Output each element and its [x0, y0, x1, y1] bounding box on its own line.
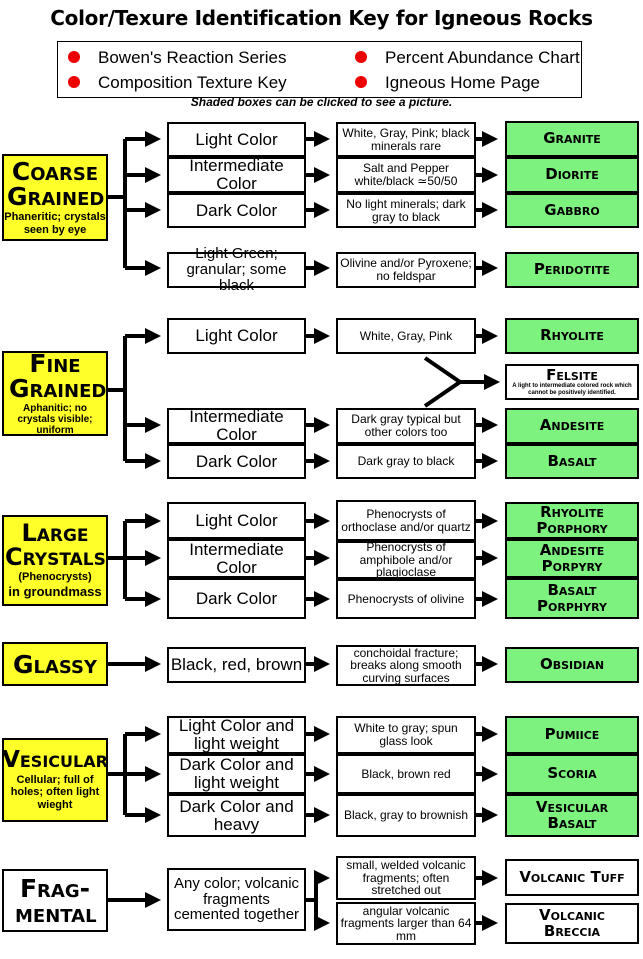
bullet-icon [355, 75, 367, 88]
large-light-color: Light Color [167, 502, 306, 539]
coarse-light-color: Light Color [167, 122, 306, 157]
large-intermediate-color: Intermediate Color [167, 539, 306, 578]
phenocrysts-label: (Phenocrysts) [18, 571, 92, 584]
navigation-links [57, 41, 582, 98]
pumice-button[interactable]: Pumiice [505, 716, 639, 754]
andesite-porphyry-button[interactable]: Andesite Porpyry [505, 539, 639, 578]
bullet-icon [68, 75, 80, 88]
bowens-reaction-link[interactable]: Bowen's Reaction Series [68, 48, 286, 68]
large-crystals-name: Large Crystals [5, 519, 106, 572]
felsite-name: Felsite [546, 365, 598, 384]
volcanic-breccia-description: angular volcanic fragments larger than 6… [336, 902, 476, 945]
scoria-description: Black, brown red [336, 754, 476, 794]
basalt-porphyry-description: Phenocrysts of olivine [336, 579, 476, 619]
vesicular-dark-light-weight: Dark Color and light weight [167, 754, 306, 794]
obsidian-button[interactable]: Obsidian [505, 647, 639, 683]
fragmental-name: Frag-mental [15, 873, 97, 928]
vesicular-basalt-button[interactable]: Vesicular Basalt [505, 794, 639, 837]
andesite-porphyry-name-1: Andesite [539, 540, 605, 559]
composition-key-label: Composition Texture Key [98, 73, 287, 92]
basalt-button[interactable]: Basalt [505, 444, 639, 479]
instruction-note: Shaded boxes can be clicked to see a pic… [190, 95, 453, 109]
basalt-porphyry-name-1: Basalt [547, 580, 597, 599]
fragmental-any-color: Any color; volcanic fragments cemented t… [167, 868, 306, 931]
andesite-button[interactable]: Andesite [505, 408, 639, 444]
large-crystals-box: Large Crystals (Phenocrysts) in groundma… [2, 515, 108, 606]
glassy-color: Black, red, brown [167, 647, 306, 683]
scoria-button[interactable]: Scoria [505, 754, 639, 794]
gabbro-description: No light minerals; dark gray to black [336, 193, 476, 228]
page-title: Color/Texure Identification Key for Igne… [50, 6, 593, 30]
andesite-description: Dark gray typical but other colors too [336, 408, 476, 444]
basalt-porphyry-name-2: Porphyry [537, 596, 607, 615]
coarse-grained-box: Coarse Grained Phaneritic; crystals seen… [2, 154, 108, 241]
vesicular-basalt-name-1: Vesicular [535, 797, 609, 816]
obsidian-description: conchoidal fracture; breaks along smooth… [336, 645, 476, 686]
abundance-chart-label: Percent Abundance Chart [385, 48, 580, 67]
rhyolite-button[interactable]: Rhyolite [505, 318, 639, 354]
volcanic-breccia-box: Volcanic Breccia [505, 903, 639, 944]
rhyolite-description: White, Gray, Pink [336, 318, 476, 354]
vesicular-name: Vesicular [2, 747, 108, 774]
andesite-porphyry-name-2: Porpyry [541, 556, 603, 575]
vesicular-dark-heavy: Dark Color and heavy [167, 794, 306, 837]
igneous-home-link[interactable]: Igneous Home Page [355, 73, 540, 93]
basalt-description: Dark gray to black [336, 444, 476, 479]
coarse-grained-name: Coarse Grained [7, 157, 105, 212]
rhyolite-porphyry-button[interactable]: Rhyolite Porphory [505, 502, 639, 539]
volcanic-breccia-name-2: Breccia [543, 921, 601, 940]
bowens-reaction-label: Bowen's Reaction Series [98, 48, 287, 67]
vesicular-light-color: Light Color and light weight [167, 716, 306, 754]
rhyolite-porphyry-name-1: Rhyolite [540, 502, 604, 521]
fine-intermediate-color: Intermediate Color [167, 408, 306, 444]
groundmass-label: in groundmass [8, 584, 102, 600]
vesicular-basalt-description: Black, gray to brownish [336, 794, 476, 837]
peridotite-description: Olivine and/or Pyroxene; no feldspar [336, 252, 476, 288]
fine-light-color: Light Color [167, 318, 306, 354]
peridotite-button[interactable]: Peridotite [505, 252, 639, 288]
vesicular-basalt-name-2: Basalt [547, 813, 597, 832]
coarse-light-green: Light Green; granular; some black [167, 246, 306, 293]
vesicular-desc: Cellular; full of holes; often light wie… [10, 774, 100, 811]
coarse-dark-color: Dark Color [167, 193, 306, 228]
glassy-box: Glassy [2, 642, 108, 686]
rhyolite-porphyry-description: Phenocrysts of orthoclase and/or quartz [336, 500, 476, 541]
granite-button[interactable]: Granite [505, 121, 639, 157]
fragmental-box: Frag-mental [2, 869, 108, 932]
rhyolite-porphyry-name-2: Porphory [536, 518, 608, 537]
andesite-porphyry-description: Phenocrysts of amphibole and/or plagiocl… [336, 541, 476, 579]
volcanic-tuff-description: small, welded volcanic fragments; often … [336, 856, 476, 900]
fine-grained-name: Fine Grained [9, 349, 107, 403]
diorite-description: Salt and Pepper white/black ≃50/50 [336, 157, 476, 193]
volcanic-tuff-box: Volcanic Tuff [505, 859, 639, 896]
large-dark-color: Dark Color [167, 578, 306, 619]
granite-description: White, Gray, Pink; black minerals rare [336, 122, 476, 157]
pumice-description: White to gray; spun glass look [336, 716, 476, 754]
composition-key-link[interactable]: Composition Texture Key [68, 73, 287, 93]
fine-grained-desc: Aphanitic; no crystals visible; uniform [17, 403, 93, 436]
coarse-grained-desc: Phaneritic; crystals seen by eye [4, 211, 106, 236]
basalt-porphyry-button[interactable]: Basalt Porphyry [505, 578, 639, 619]
fine-dark-color: Dark Color [167, 444, 306, 479]
diorite-button[interactable]: Diorite [505, 157, 639, 193]
gabbro-button[interactable]: Gabbro [505, 193, 639, 228]
coarse-intermediate-color: Intermediate Color [167, 157, 306, 193]
bullet-icon [355, 50, 367, 63]
vesicular-box: Vesicular Cellular; full of holes; often… [2, 738, 108, 822]
bullet-icon [68, 50, 80, 63]
glassy-name: Glassy [12, 649, 98, 679]
volcanic-breccia-name-1: Volcanic [539, 905, 605, 924]
felsite-note: A light to intermediate colored rock whi… [512, 382, 632, 396]
felsite-box: Felsite A light to intermediate colored … [505, 364, 639, 400]
fine-grained-box: Fine Grained Aphanitic; no crystals visi… [2, 351, 108, 436]
abundance-chart-link[interactable]: Percent Abundance Chart [355, 48, 580, 68]
igneous-home-label: Igneous Home Page [385, 73, 540, 92]
